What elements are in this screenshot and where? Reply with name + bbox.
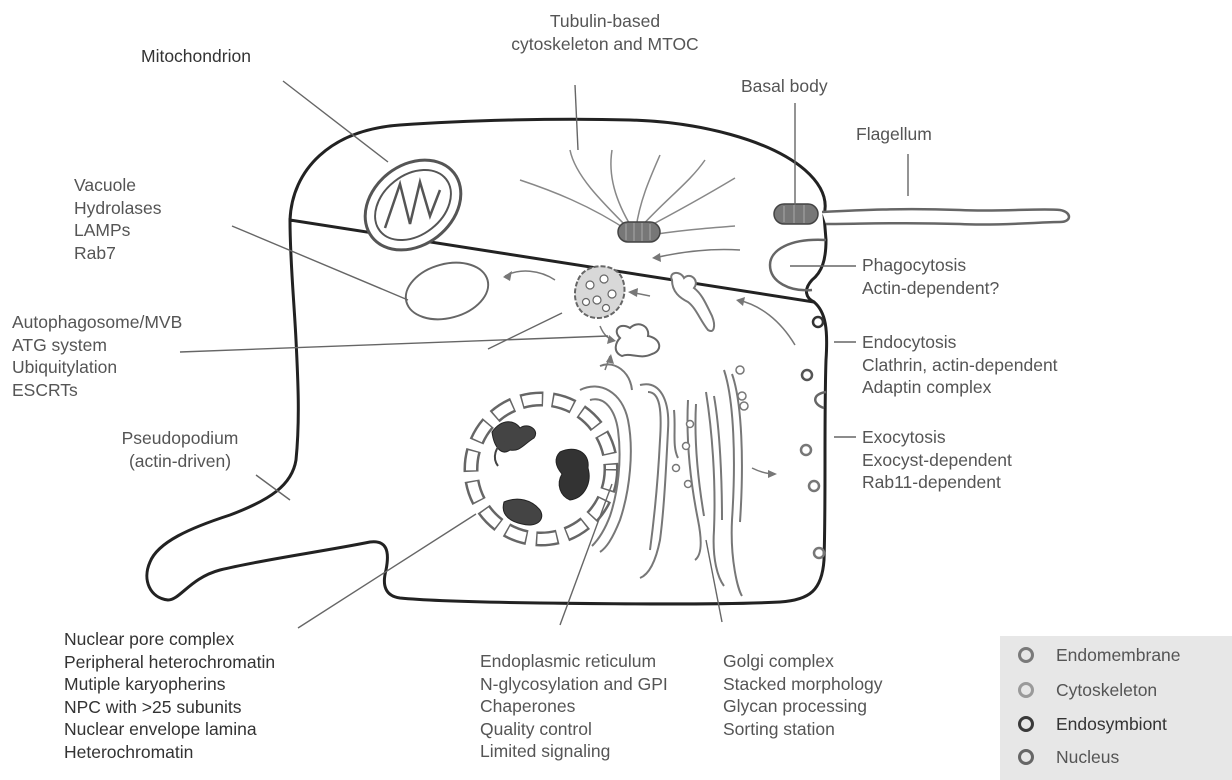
legend-item-cytoskeleton: Cytoskeleton xyxy=(1018,677,1157,703)
mitochondrion-organelle xyxy=(347,141,478,268)
legend: Endomembrane Cytoskeleton Endosymbiont N… xyxy=(1000,636,1232,780)
ring-icon xyxy=(1018,647,1034,663)
legend-item-nucleus: Nucleus xyxy=(1018,744,1119,770)
trafficking-arrows xyxy=(505,249,795,474)
phagocytic-cup xyxy=(770,240,826,290)
endocytic-pits xyxy=(801,317,826,558)
basal-body-organelle xyxy=(774,204,818,224)
ring-icon xyxy=(1018,716,1034,732)
cell-membrane xyxy=(147,119,827,604)
mtoc-centriole xyxy=(618,222,660,242)
mvb-organelle xyxy=(575,266,625,318)
legend-item-endomembrane: Endomembrane xyxy=(1018,642,1181,668)
vacuole-organelle xyxy=(399,254,494,328)
endosome-organelle xyxy=(671,273,714,331)
nucleus-organelle xyxy=(471,399,611,539)
flagellum xyxy=(822,209,1069,224)
label-basal-body: Basal body xyxy=(741,75,828,98)
er-organelle xyxy=(580,364,668,578)
arrowheads xyxy=(503,253,777,478)
ring-icon xyxy=(1018,749,1034,765)
label-pseudopodium: Pseudopodium(actin-driven) xyxy=(80,427,280,472)
ring-icon xyxy=(1018,682,1034,698)
label-mitochondrion: Mitochondrion xyxy=(141,45,251,68)
autophagosome-organelle xyxy=(616,324,660,356)
label-flagellum: Flagellum xyxy=(856,123,932,146)
legend-item-endosymbiont: Endosymbiont xyxy=(1018,711,1167,737)
